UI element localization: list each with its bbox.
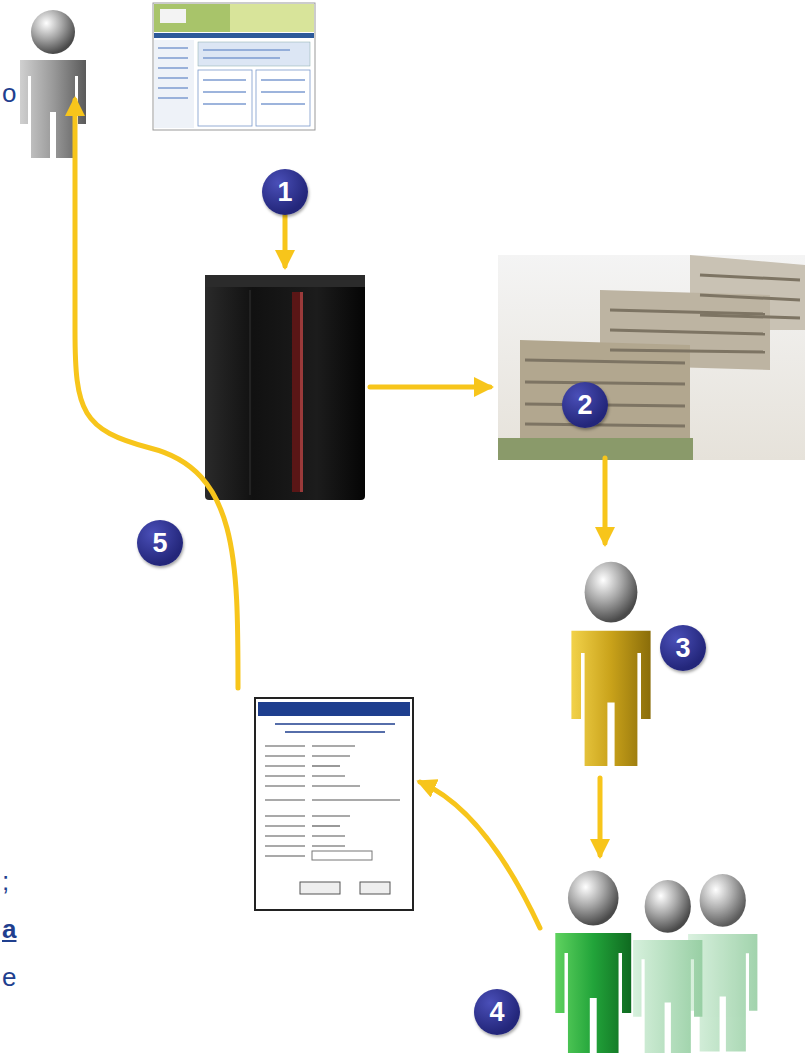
cut-off-text: o bbox=[2, 78, 16, 108]
cut-off-text: a bbox=[2, 914, 16, 944]
website-screenshot bbox=[153, 3, 315, 130]
callout-number: 3 bbox=[660, 625, 706, 671]
cut-off-text: ; bbox=[2, 866, 9, 896]
flow-arrows bbox=[75, 100, 605, 928]
mainframe-server bbox=[205, 275, 365, 500]
callout-number: 5 bbox=[137, 520, 183, 566]
office-buildings bbox=[498, 255, 805, 460]
document-screenshot bbox=[255, 698, 413, 910]
callout-number: 2 bbox=[562, 382, 608, 428]
callout-number: 1 bbox=[262, 169, 308, 215]
callout-number: 4 bbox=[474, 989, 520, 1035]
cut-off-text: e bbox=[2, 962, 16, 992]
